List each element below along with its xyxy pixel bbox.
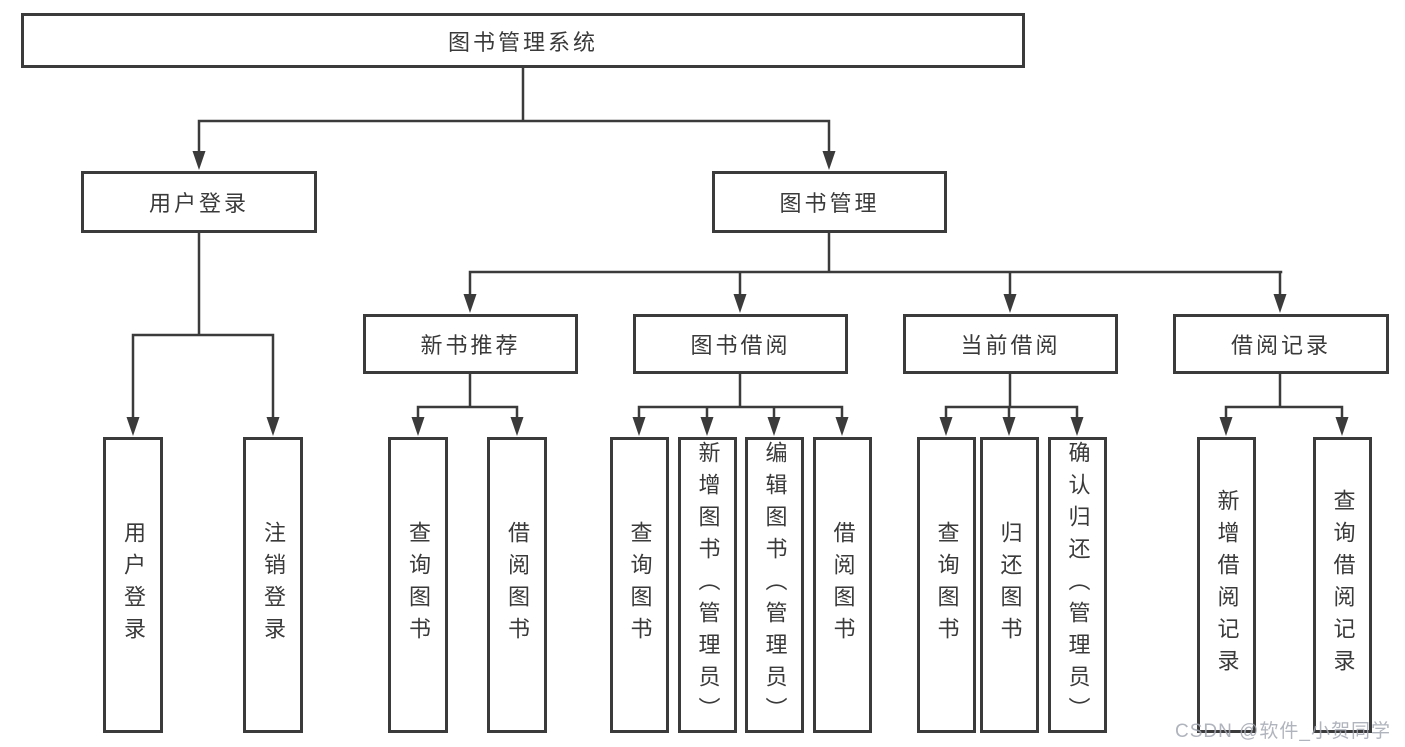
leaf-borrow-books: 借阅图书: [813, 437, 872, 733]
leaf-query-books-recommend: 查询图书: [388, 437, 448, 733]
node-borrowing-records: 借阅记录: [1173, 314, 1389, 374]
leaf-confirm-return-admin: 确认归还（管理员）: [1048, 437, 1107, 733]
node-new-book-recommend: 新书推荐: [363, 314, 578, 374]
node-user-login: 用户登录: [81, 171, 317, 233]
node-library-system-root: 图书管理系统: [21, 13, 1025, 68]
leaf-add-borrow-record: 新增借阅记录: [1197, 437, 1256, 733]
leaf-query-books-borrowing: 查询图书: [610, 437, 669, 733]
leaf-query-borrow-record: 查询借阅记录: [1313, 437, 1372, 733]
leaf-query-books-current: 查询图书: [917, 437, 976, 733]
arrowheads: [126, 151, 1349, 436]
leaf-edit-book-admin: 编辑图书（管理员）: [745, 437, 804, 733]
leaf-borrow-books-recommend: 借阅图书: [487, 437, 547, 733]
watermark: CSDN @软件_小贺同学: [1175, 721, 1391, 742]
node-book-borrowing: 图书借阅: [633, 314, 848, 374]
leaf-add-book-admin: 新增图书（管理员）: [678, 437, 737, 733]
node-current-borrowing: 当前借阅: [903, 314, 1118, 374]
node-book-management: 图书管理: [712, 171, 947, 233]
leaf-return-books: 归还图书: [980, 437, 1039, 733]
leaf-user-login: 用户登录: [103, 437, 163, 733]
leaf-logout: 注销登录: [243, 437, 303, 733]
